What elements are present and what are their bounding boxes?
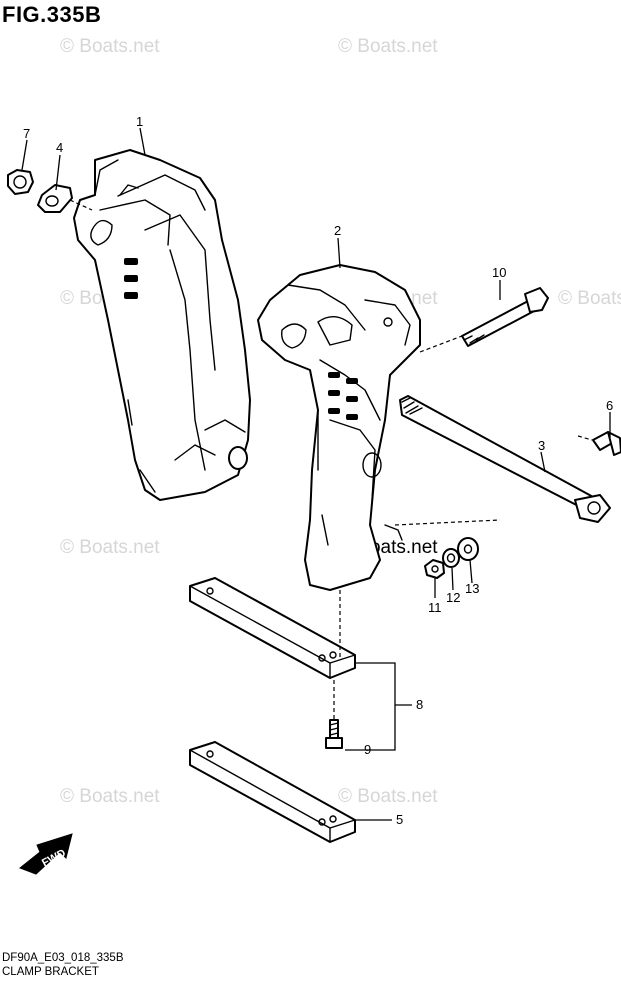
figure-footer: DF90A_E03_018_335B CLAMP BRACKET bbox=[2, 951, 124, 979]
figure-title: FIG.335B bbox=[2, 2, 102, 27]
washer-13 bbox=[457, 537, 479, 561]
callout-11: 11 bbox=[428, 600, 442, 615]
callout-1: 1 bbox=[136, 114, 143, 129]
tilt-shaft-3 bbox=[399, 395, 611, 523]
callout-4: 4 bbox=[56, 140, 63, 155]
callout-9: 9 bbox=[364, 742, 371, 757]
callout-13: 13 bbox=[465, 581, 479, 596]
callout-3: 3 bbox=[538, 438, 545, 453]
plate-4 bbox=[37, 184, 73, 213]
callout-2: 2 bbox=[334, 223, 341, 238]
spacer-plate-8 bbox=[189, 577, 356, 679]
washer-12 bbox=[442, 548, 460, 568]
bolt-6 bbox=[592, 431, 621, 456]
watermark: © Boats.net bbox=[338, 36, 438, 57]
spacer-plate-5 bbox=[189, 741, 356, 843]
callout-6: 6 bbox=[606, 398, 613, 413]
figure-caption: CLAMP BRACKET bbox=[2, 966, 99, 978]
leader-lines bbox=[21, 127, 611, 821]
bolt-10 bbox=[461, 287, 549, 347]
nut-7 bbox=[7, 169, 34, 195]
clamp-bracket-left bbox=[73, 149, 251, 501]
callout-7: 7 bbox=[23, 126, 30, 141]
callout-8: 8 bbox=[416, 697, 423, 712]
watermark: © Boats.net bbox=[338, 786, 438, 807]
assembly-lines bbox=[69, 199, 593, 720]
watermark: © Boats.net bbox=[60, 786, 160, 807]
clamp-bracket-right bbox=[257, 264, 421, 591]
callouts: 1 2 3 4 5 6 7 8 9 10 11 12 13 bbox=[23, 114, 613, 827]
bolt-9 bbox=[325, 719, 343, 749]
fwd-arrow-icon: FWD bbox=[19, 833, 73, 875]
watermark: © Boats.net bbox=[558, 288, 621, 309]
nut-11 bbox=[424, 559, 445, 579]
callout-10: 10 bbox=[492, 265, 506, 280]
watermark: © Boats.net bbox=[60, 537, 160, 558]
callout-5: 5 bbox=[396, 812, 403, 827]
watermark: © Boats.net bbox=[60, 36, 160, 57]
callout-12: 12 bbox=[446, 590, 460, 605]
figure-code: DF90A_E03_018_335B bbox=[2, 952, 124, 964]
